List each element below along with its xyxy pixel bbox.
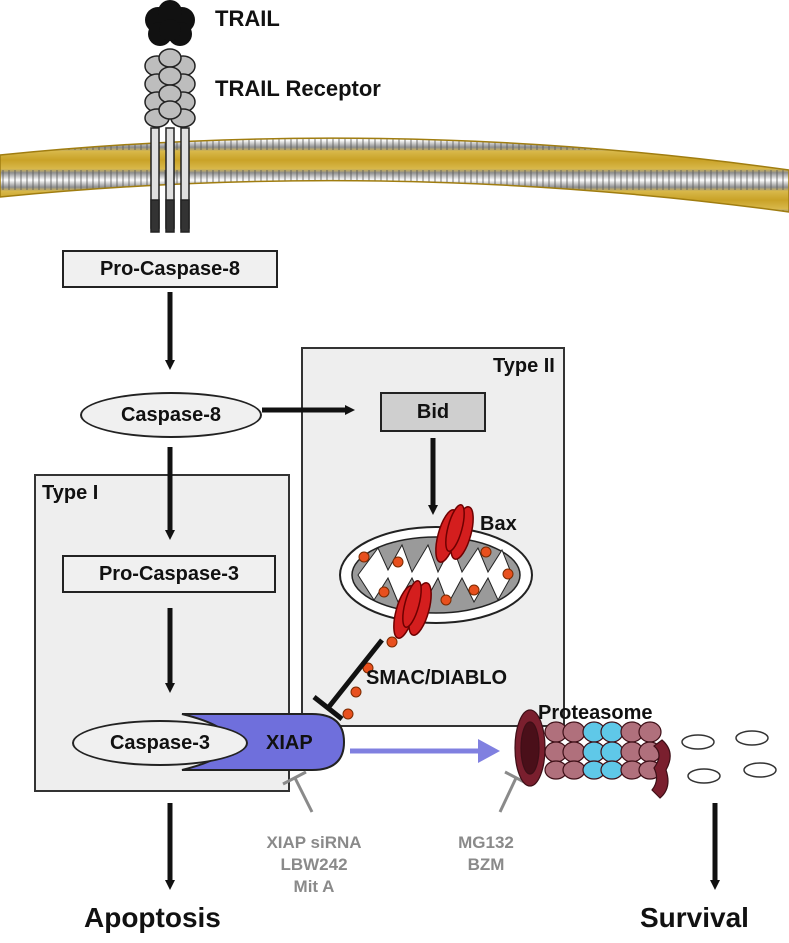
degradation-arrow <box>350 739 500 763</box>
pro-caspase-8-box: Pro-Caspase-8 <box>62 250 278 288</box>
proteasome-label: Proteasome <box>538 702 653 724</box>
bax-label: Bax <box>480 513 517 535</box>
xiap-inhibitor-2: LBW242 <box>280 855 348 874</box>
caspase-3-node: Caspase-3 <box>72 720 248 766</box>
type-i-label: Type I <box>42 482 99 504</box>
smac-diablo-label: SMAC/DIABLO <box>366 667 508 689</box>
bid-box: Bid <box>380 392 486 432</box>
trail-receptor-icon <box>144 48 196 233</box>
trail-ligand-icon <box>145 0 195 46</box>
smac-diablo-dots <box>342 636 398 720</box>
cell-membrane <box>0 137 789 213</box>
type-ii-label: Type II <box>493 355 555 377</box>
xiap-inhibitors-list: XIAP siRNA LBW242 Mit A <box>266 832 362 898</box>
survival-label: Survival <box>640 902 749 933</box>
proteasome-icon <box>514 709 671 799</box>
peptide-fragments <box>681 730 777 784</box>
trail-label: TRAIL <box>215 6 280 31</box>
xiap-inhibitor-3: Mit A <box>293 877 335 896</box>
proteasome-inhibitors-list: MG132 BZM <box>450 832 522 876</box>
proteasome-inhibitor-1: MG132 <box>458 833 514 852</box>
pro-caspase-3-box: Pro-Caspase-3 <box>62 555 276 593</box>
xiap-label: XIAP <box>266 732 313 754</box>
trail-receptor-label: TRAIL Receptor <box>215 76 381 101</box>
caspase-8-node: Caspase-8 <box>80 392 262 438</box>
apoptosis-label: Apoptosis <box>84 902 221 933</box>
inhibitor-bars <box>282 770 529 813</box>
xiap-inhibitor-1: XIAP siRNA <box>266 833 362 852</box>
proteasome-inhibitor-2: BZM <box>467 855 505 874</box>
mitochondrion-icon <box>339 526 533 624</box>
smac-inhibits-xiap-bar <box>312 638 384 721</box>
activation-arrows <box>165 292 720 890</box>
bax-icon <box>393 503 474 639</box>
